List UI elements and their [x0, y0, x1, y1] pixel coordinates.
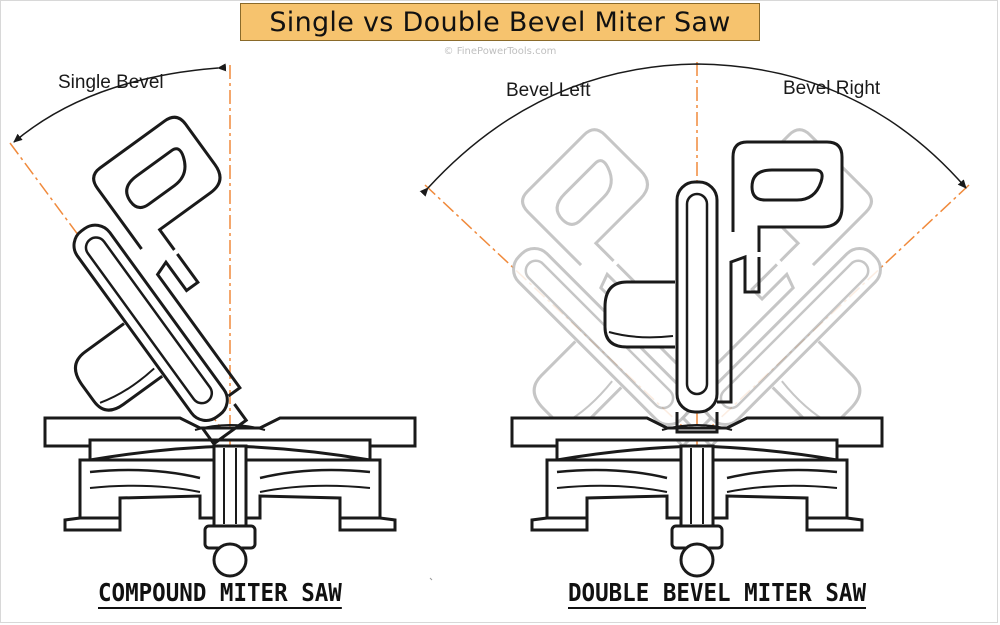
compound-miter-saw-diagram	[0, 63, 417, 578]
compound-miter-saw-caption: COMPOUND MITER SAW	[98, 578, 342, 607]
double-bevel-miter-saw-diagram	[419, 62, 970, 578]
credit-watermark: © FinePowerTools.com	[443, 46, 557, 57]
double-bevel-miter-saw-caption: DOUBLE BEVEL MITER SAW	[568, 578, 867, 607]
single-bevel-label: Single Bevel	[58, 72, 164, 93]
single-bevel-arc	[13, 63, 227, 143]
double-bevel-arc	[419, 63, 967, 197]
bevel-left-label: Bevel Left	[506, 80, 591, 101]
bevel-right-label: Bevel Right	[783, 78, 881, 99]
page-title: Single vs Double Bevel Miter Saw	[240, 3, 760, 41]
bottom-tick-mark	[429, 577, 433, 581]
